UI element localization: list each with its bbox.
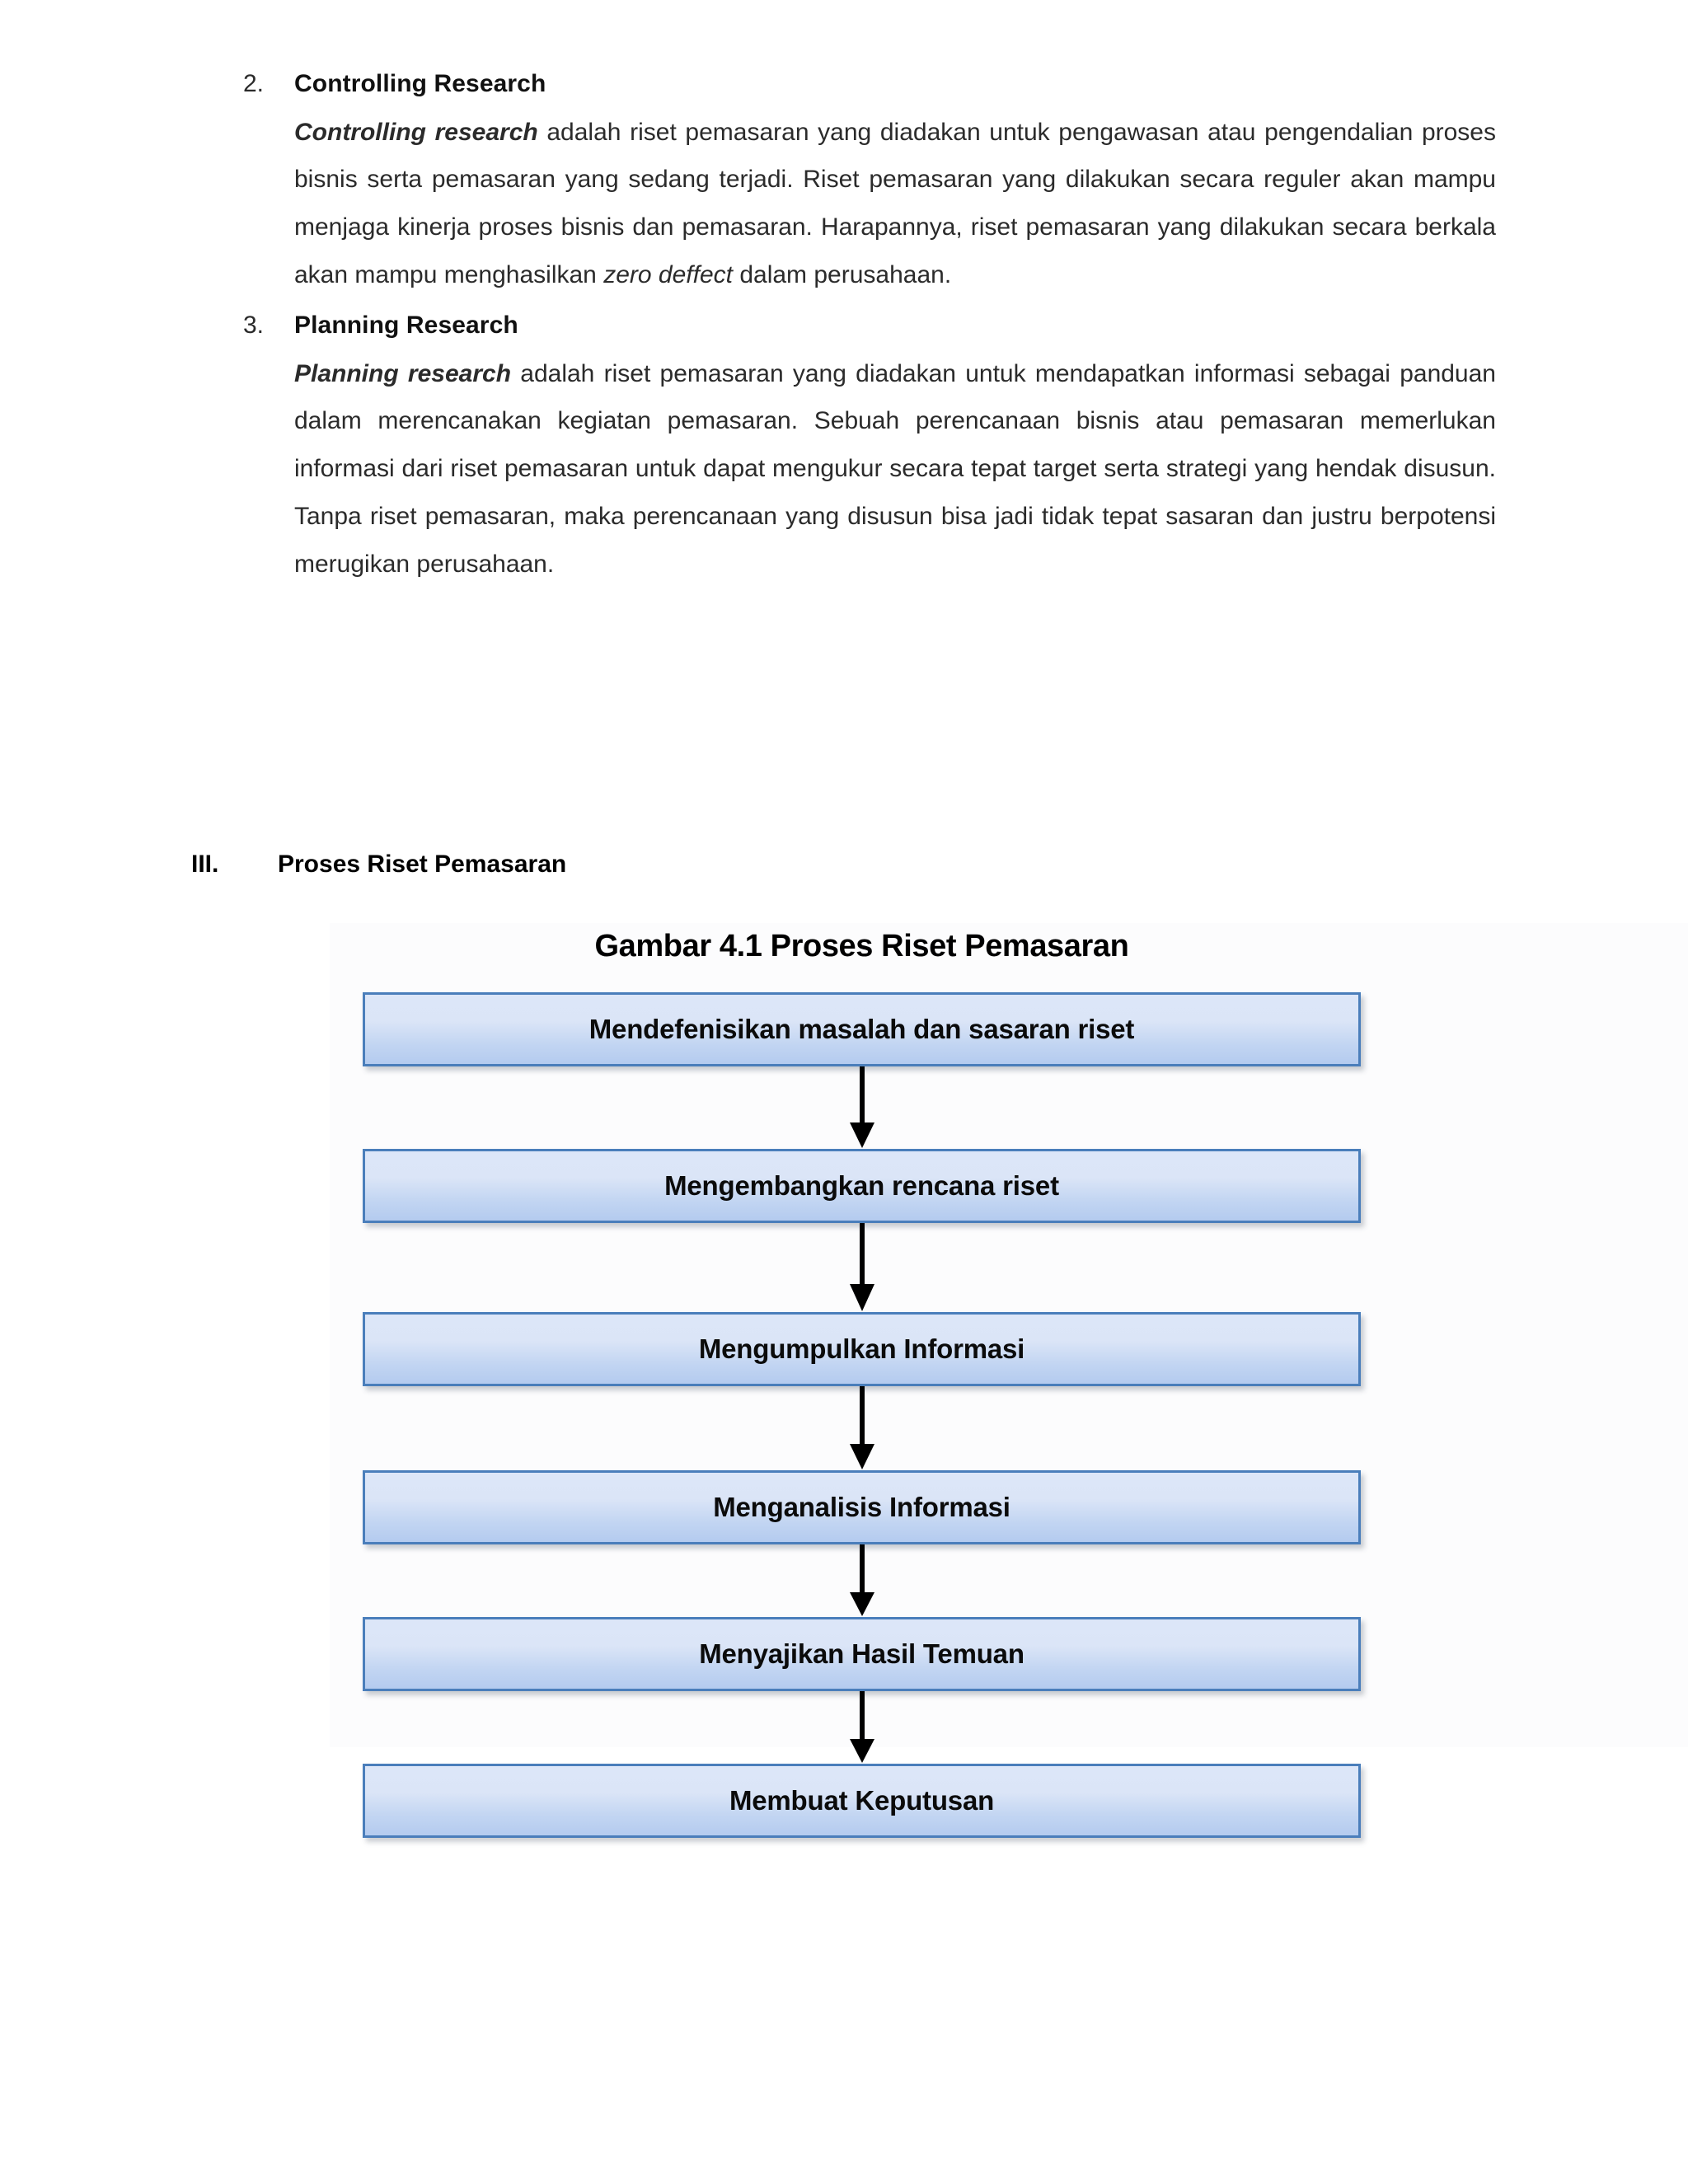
paragraph-controlling-research: Controlling research adalah riset pemasa… <box>294 109 1496 300</box>
section-heading: III. Proses Riset Pemasaran <box>191 851 566 879</box>
list-item-heading: Controlling Research <box>294 70 546 97</box>
paragraph-lead-term: Controlling research <box>294 118 538 146</box>
arrow-down-icon-2 <box>849 1223 874 1311</box>
flow-step-label: Mengumpulkan Informasi <box>698 1333 1025 1364</box>
list-marker: 3. <box>243 312 265 340</box>
list-marker: 2. <box>243 70 265 97</box>
page-title: Proses Riset Pemasaran <box>278 851 567 878</box>
arrow-down-icon-5 <box>849 1691 874 1763</box>
arrow-down-icon-4 <box>849 1544 874 1616</box>
flow-step-3[interactable]: Mengumpulkan Informasi <box>363 1312 1361 1386</box>
paragraph-text-a: adalah riset pemasaran yang diadakan unt… <box>294 118 1496 289</box>
figure-caption: Gambar 4.1 Proses Riset Pemasaran <box>594 929 1129 963</box>
flow-step-label: Menyajikan Hasil Temuan <box>699 1638 1025 1669</box>
flow-step-1[interactable]: Mendefenisikan masalah dan sasaran riset <box>363 992 1361 1066</box>
paragraph-italic-term: zero deffect <box>603 261 733 289</box>
paragraph-text-a: adalah riset pemasaran yang diadakan unt… <box>294 359 1496 579</box>
flow-step-5[interactable]: Menyajikan Hasil Temuan <box>363 1617 1361 1691</box>
document-body: 2. Controlling Research Controlling rese… <box>243 66 1496 597</box>
paragraph-planning-research: Planning research adalah riset pemasaran… <box>294 350 1496 588</box>
list-item-heading: Planning Research <box>294 312 518 340</box>
paragraph-lead-term: Planning research <box>294 359 512 387</box>
section-roman-numeral: III. <box>191 851 219 878</box>
paragraph-text-b: dalam perusahaan. <box>732 261 952 289</box>
arrow-down-icon-3 <box>849 1386 874 1469</box>
list-item: 3. Planning Research <box>243 307 1496 344</box>
flow-step-4[interactable]: Menganalisis Informasi <box>363 1470 1361 1544</box>
flow-step-label: Mengembangkan rencana riset <box>664 1170 1059 1201</box>
arrow-down-icon-1 <box>849 1066 874 1148</box>
flow-step-6[interactable]: Membuat Keputusan <box>363 1764 1361 1838</box>
flow-step-label: Mendefenisikan masalah dan sasaran riset <box>588 1014 1135 1044</box>
flow-step-2[interactable]: Mengembangkan rencana riset <box>363 1149 1361 1223</box>
flow-step-label: Membuat Keputusan <box>729 1785 995 1816</box>
flow-step-label: Menganalisis Informasi <box>713 1492 1010 1522</box>
list-item: 2. Controlling Research <box>243 66 1496 102</box>
